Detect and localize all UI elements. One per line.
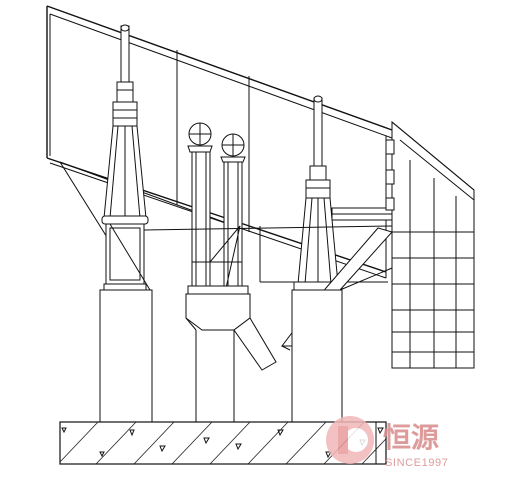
brand-watermark: 恒源 SINCE1997: [326, 416, 449, 469]
foundation-slab: [59, 421, 387, 465]
hatch-line: [361, 438, 386, 464]
hatch-line: [60, 422, 61, 423]
hatch-line: [133, 422, 175, 464]
brand-name: 恒源: [383, 421, 439, 454]
left-spring-support: [101, 24, 151, 291]
right-spring-support: [293, 95, 343, 291]
hatch-line: [247, 422, 289, 464]
brand-logo-icon: [326, 416, 374, 464]
hatch-line: [60, 422, 99, 463]
hatch-line: [95, 422, 137, 464]
discharge-hopper: [385, 120, 475, 369]
hatch-line: [209, 422, 251, 464]
hatch-line: [285, 422, 327, 464]
brand-since: SINCE1997: [385, 457, 449, 469]
middle-ball-supports: [185, 122, 277, 371]
hatch-line: [171, 422, 213, 464]
concrete-piers: [99, 289, 343, 423]
screen-box: [46, 5, 393, 291]
